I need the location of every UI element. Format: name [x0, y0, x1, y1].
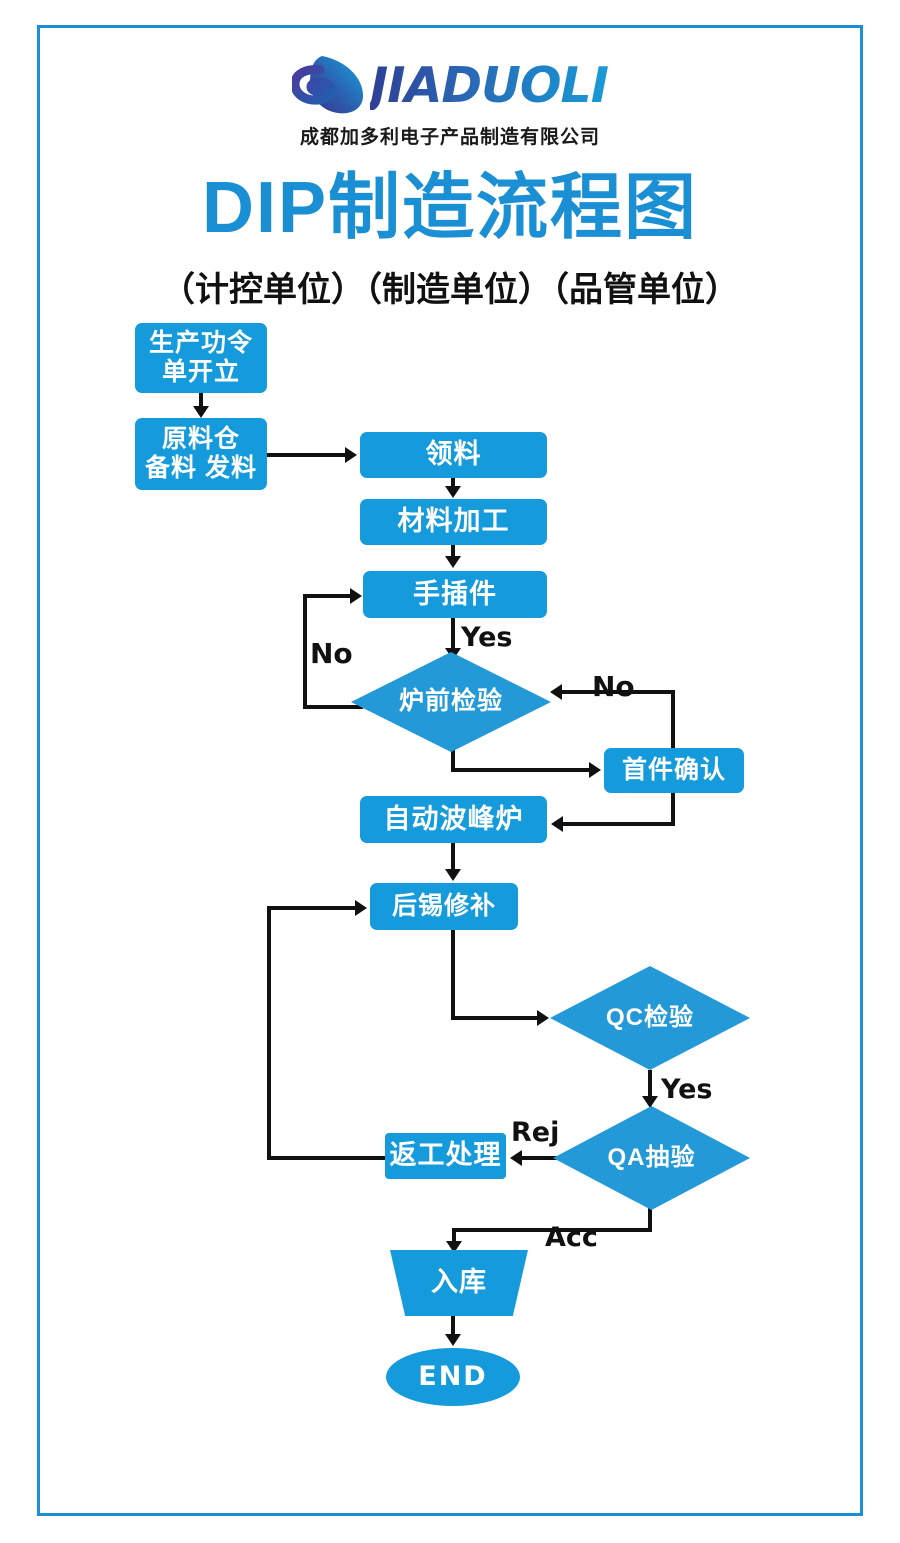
- edge-warehouse-to-pick-line: [267, 453, 347, 457]
- edge-qa-to-rework-arrow: [510, 1150, 522, 1166]
- node-stock-in[interactable]: 入库: [390, 1250, 528, 1316]
- page-subtitle: （计控单位）（制造单位）（品管单位）: [161, 271, 739, 309]
- edge-firstart-to-wave-vertical: [671, 793, 675, 826]
- edge-order-to-warehouse-line: [199, 392, 203, 410]
- edge-label-preinsp-no: No: [310, 637, 353, 670]
- edge-pick-to-process-line: [451, 478, 455, 488]
- edge-label-qa-rej: Rej: [511, 1117, 560, 1148]
- company-name: 成都加多利电子产品制造有限公司: [299, 127, 600, 148]
- page-title: DIP制造流程图: [201, 168, 699, 248]
- edge-qc-to-qa-arrow: [642, 1096, 658, 1108]
- node-qa-sampling[interactable]: QA抽验: [553, 1106, 750, 1210]
- node-pre-furnace-inspection[interactable]: 炉前检验: [351, 652, 551, 752]
- company-logo-block: JIADUOLI 成都加多利电子产品制造有限公司: [0, 52, 900, 149]
- trapezoid-shape: [390, 1250, 528, 1316]
- node-label: 入库: [431, 1267, 487, 1298]
- edge-qa-to-rework-line: [518, 1156, 563, 1160]
- edge-rework-to-touchup-bottom: [267, 1156, 387, 1160]
- edge-touchup-to-qc-horizontal: [451, 1016, 539, 1020]
- logo-wordmark: JIADUOLI: [370, 56, 609, 114]
- edge-warehouse-to-pick-arrow: [345, 447, 357, 463]
- node-label: QA抽验: [607, 1143, 696, 1171]
- edge-label-insert-yes: Yes: [461, 622, 513, 653]
- edge-stockin-to-end-arrow: [445, 1334, 461, 1346]
- edge-preinsp-no-arrow: [350, 588, 362, 604]
- node-post-solder-touchup[interactable]: 后锡修补: [370, 883, 518, 930]
- edge-wave-to-touchup-line: [451, 843, 455, 871]
- edge-qa-acc-vertical-right: [648, 1206, 652, 1232]
- node-material-warehouse[interactable]: 原料仓 备料 发料: [135, 418, 267, 490]
- poster-border-frame: [37, 25, 863, 1516]
- edge-label-firstart-no: No: [592, 670, 635, 703]
- edge-preinsp-no-vertical-line: [303, 594, 307, 709]
- node-pick-material[interactable]: 领料: [360, 432, 547, 478]
- edge-insert-to-preinsp-line: [451, 618, 455, 652]
- edge-preinsp-to-firstart-vertical: [451, 750, 455, 772]
- edge-pick-to-process-arrow: [445, 486, 461, 498]
- node-manual-insertion[interactable]: 手插件: [363, 571, 547, 618]
- edge-order-to-warehouse-arrow: [193, 406, 209, 418]
- node-first-article-confirm[interactable]: 首件确认: [604, 748, 744, 793]
- edge-touchup-to-qc-arrow: [537, 1010, 549, 1026]
- edge-process-to-insert-arrow: [445, 556, 461, 568]
- edge-qa-acc-vertical-left: [452, 1228, 456, 1246]
- edge-firstart-to-wave-arrow: [551, 816, 563, 832]
- droplet-swirl-logo-icon: [290, 54, 366, 116]
- node-label: QC检验: [606, 1003, 694, 1031]
- edge-touchup-to-qc-vertical: [451, 930, 455, 1020]
- edge-label-qc-yes: Yes: [661, 1074, 713, 1105]
- edge-firstart-no-horizontal: [558, 690, 675, 694]
- edge-firstart-to-wave-horizontal: [560, 822, 675, 826]
- node-production-order[interactable]: 生产功令 单开立: [135, 323, 267, 393]
- edge-process-to-insert-line: [451, 545, 455, 557]
- edge-rework-to-touchup-vertical: [267, 906, 271, 1160]
- edge-firstart-no-arrow: [550, 684, 562, 700]
- node-rework-process[interactable]: 返工处理: [385, 1133, 506, 1179]
- edge-firstart-no-vertical: [671, 690, 675, 752]
- edge-preinsp-no-bottom-line: [303, 705, 363, 709]
- edge-preinsp-to-firstart-arrow: [589, 762, 601, 778]
- edge-wave-to-touchup-arrow: [445, 869, 461, 881]
- logo-row: JIADUOLI: [0, 52, 900, 118]
- node-qc-inspection[interactable]: QC检验: [550, 966, 750, 1070]
- node-material-processing[interactable]: 材料加工: [360, 499, 547, 545]
- edge-preinsp-to-firstart-horizontal: [451, 768, 591, 772]
- node-auto-wave-soldering[interactable]: 自动波峰炉: [360, 796, 547, 843]
- edge-stockin-to-end-line: [451, 1315, 455, 1337]
- edge-rework-to-touchup-arrow: [355, 900, 367, 916]
- edge-qc-to-qa-line: [648, 1070, 652, 1100]
- node-end[interactable]: END: [386, 1348, 520, 1406]
- edge-preinsp-no-top-line: [303, 594, 355, 598]
- node-label: 炉前检验: [398, 687, 503, 716]
- edge-label-qa-acc: Acc: [545, 1222, 598, 1253]
- edge-rework-to-touchup-top: [267, 906, 357, 910]
- edge-qa-acc-horizontal: [452, 1228, 652, 1232]
